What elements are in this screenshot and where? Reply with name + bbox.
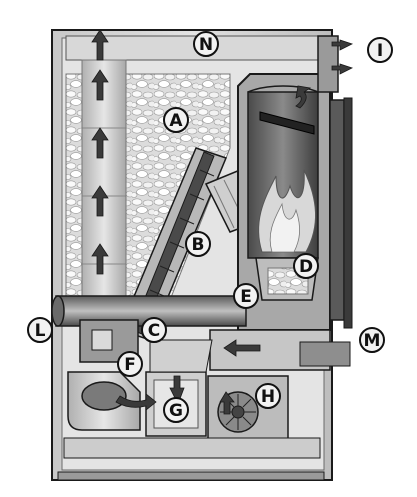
airflow-arrows [91, 29, 354, 415]
callout-L: L [27, 317, 53, 343]
up-arrow-icon [91, 69, 109, 101]
callout-label-A: A [169, 111, 183, 131]
callout-label-E: E [240, 287, 252, 307]
curved-arrow-icon [115, 393, 157, 411]
callout-label-N: N [199, 35, 213, 55]
right-arrow-icon [331, 63, 354, 75]
front-door-panel [343, 97, 353, 329]
callout-G: G [163, 397, 189, 423]
up-arrow-icon [91, 29, 109, 61]
callout-label-C: C [148, 321, 160, 341]
callout-C: C [141, 317, 167, 343]
down-arrow-icon [169, 375, 185, 405]
callout-B: B [185, 231, 211, 257]
up-arrow-icon [91, 185, 109, 217]
callout-label-D: D [299, 257, 313, 277]
callout-label-I: I [377, 41, 383, 61]
up-arrow-icon [91, 243, 109, 275]
up-arrow-icon [219, 391, 235, 415]
left-convection-duct [81, 59, 127, 301]
callout-D: D [293, 253, 319, 279]
base-plinth [63, 437, 321, 459]
callout-label-F: F [124, 355, 136, 375]
callout-N: N [193, 31, 219, 57]
callout-H: H [255, 383, 281, 409]
up-arrow-icon [91, 127, 109, 159]
fire-flames [258, 169, 316, 253]
pellet-hopper [65, 73, 231, 301]
callout-F: F [117, 351, 143, 377]
callout-A: A [163, 107, 189, 133]
auger-motor [79, 319, 139, 363]
callout-E: E [233, 283, 259, 309]
left-arrow-icon [223, 339, 261, 357]
callout-label-L: L [35, 321, 46, 341]
callout-I: I [367, 37, 393, 63]
right-arrow-icon [331, 39, 354, 51]
curved-arrow-icon [295, 85, 312, 109]
callout-label-G: G [169, 401, 183, 421]
exhaust-outlets [317, 35, 339, 93]
callout-label-H: H [261, 387, 275, 407]
callout-label-B: B [192, 235, 205, 255]
callout-label-M: M [364, 331, 381, 351]
flue-exhaust-duct [67, 371, 141, 431]
callout-M: M [359, 327, 385, 353]
